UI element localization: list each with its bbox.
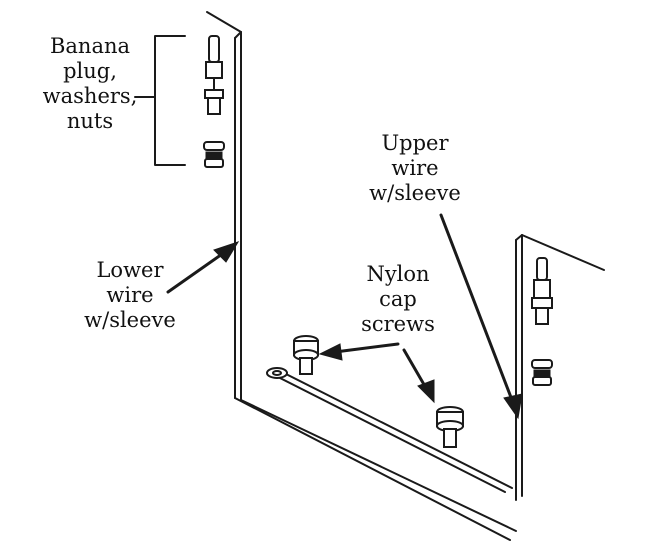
- nylon-screws-line-2: cap: [379, 287, 417, 311]
- nylon-screw-arrow-left: [318, 342, 400, 361]
- lower-wire-line-3: w/sleeve: [84, 308, 176, 332]
- lower-wire-line-2: wire: [106, 283, 154, 307]
- upper-wire-label: Upper wire w/sleeve: [355, 131, 475, 206]
- lower-wire-arrow: [166, 241, 240, 294]
- base-frame: [234, 371, 517, 541]
- nylon-cap-screw-right: [436, 406, 464, 448]
- right-banana-plug: [531, 257, 553, 386]
- nylon-screws-line-3: screws: [361, 312, 435, 336]
- right-post: [515, 234, 605, 501]
- banana-plug-line-2: plug,: [63, 59, 117, 83]
- upper-wire-line-1: Upper: [381, 131, 449, 155]
- left-post: [206, 11, 242, 401]
- nylon-screws-line-1: Nylon: [366, 262, 430, 286]
- banana-plug-line-4: nuts: [66, 109, 114, 133]
- washer-ring: [266, 367, 288, 379]
- left-banana-plug: [203, 35, 225, 168]
- banana-plug-line-1: Banana: [49, 34, 131, 58]
- upper-wire-line-2: wire: [391, 156, 439, 180]
- lower-wire-line-1: Lower: [96, 258, 164, 282]
- lower-wire-label: Lower wire w/sleeve: [70, 258, 190, 333]
- banana-bracket: [134, 35, 186, 166]
- banana-plug-line-3: washers,: [42, 84, 138, 108]
- banana-plug-label: Banana plug, washers, nuts: [30, 34, 150, 134]
- nylon-screws-label: Nylon cap screws: [343, 262, 453, 337]
- upper-wire-arrow: [439, 213, 523, 420]
- nylon-cap-screw-left: [293, 335, 319, 375]
- upper-wire-line-3: w/sleeve: [369, 181, 461, 205]
- nylon-screw-arrow-right: [402, 348, 435, 404]
